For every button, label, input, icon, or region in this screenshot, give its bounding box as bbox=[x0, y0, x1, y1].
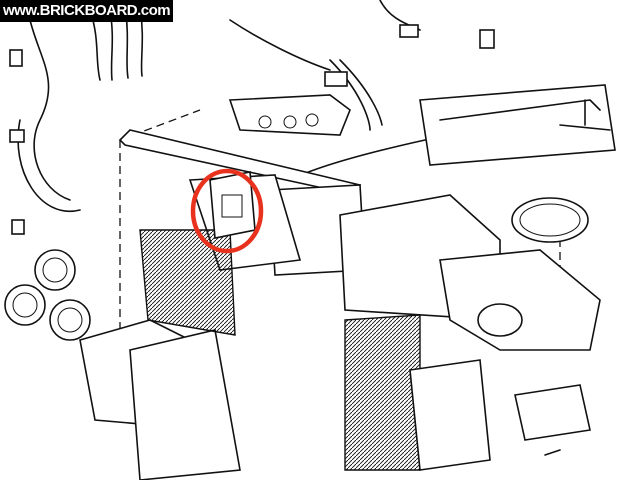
heater-housing bbox=[79, 129, 601, 480]
control-panel bbox=[228, 94, 351, 136]
linkage-detail bbox=[289, 84, 616, 181]
red-highlight-circle bbox=[190, 168, 264, 254]
control-knobs bbox=[4, 249, 91, 341]
wiring-harness bbox=[9, 0, 495, 235]
watermark: www.BRICKBOARD.com bbox=[0, 0, 174, 22]
